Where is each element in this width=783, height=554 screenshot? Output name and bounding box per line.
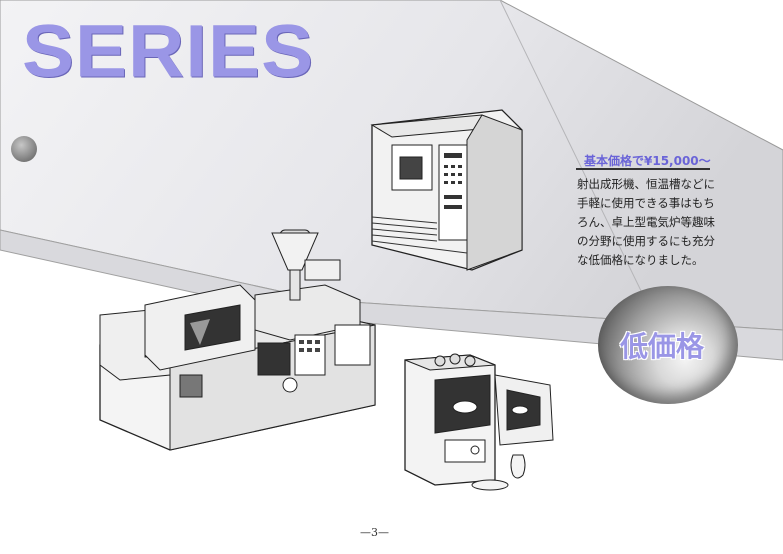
price-heading: 基本価格で¥15,000〜 bbox=[584, 154, 711, 168]
bullet-dot bbox=[11, 136, 37, 162]
description-line: ろん、卓上型電気炉等趣味 bbox=[577, 215, 715, 229]
electric-furnace-illustration bbox=[404, 353, 554, 491]
page-heading: SERIES bbox=[22, 9, 315, 93]
description-text: 射出成形機、恒温槽などに 手軽に使用できる事はもち ろん、卓上型電気炉等趣味 の… bbox=[577, 175, 717, 270]
description-line: 手軽に使用できる事はもち bbox=[577, 196, 715, 210]
low-price-orb bbox=[598, 286, 738, 404]
constant-temperature-chamber-illustration bbox=[370, 109, 523, 271]
page-number: —3— bbox=[360, 526, 389, 539]
description-line: の分野に使用するにも充分 bbox=[577, 234, 715, 248]
description-line: な低価格になりました。 bbox=[577, 253, 704, 267]
low-price-badge: 低価格 bbox=[620, 330, 705, 363]
injection-molding-machine-illustration bbox=[99, 229, 376, 451]
price-underline bbox=[576, 168, 710, 170]
description-line: 射出成形機、恒温槽などに bbox=[577, 177, 715, 191]
